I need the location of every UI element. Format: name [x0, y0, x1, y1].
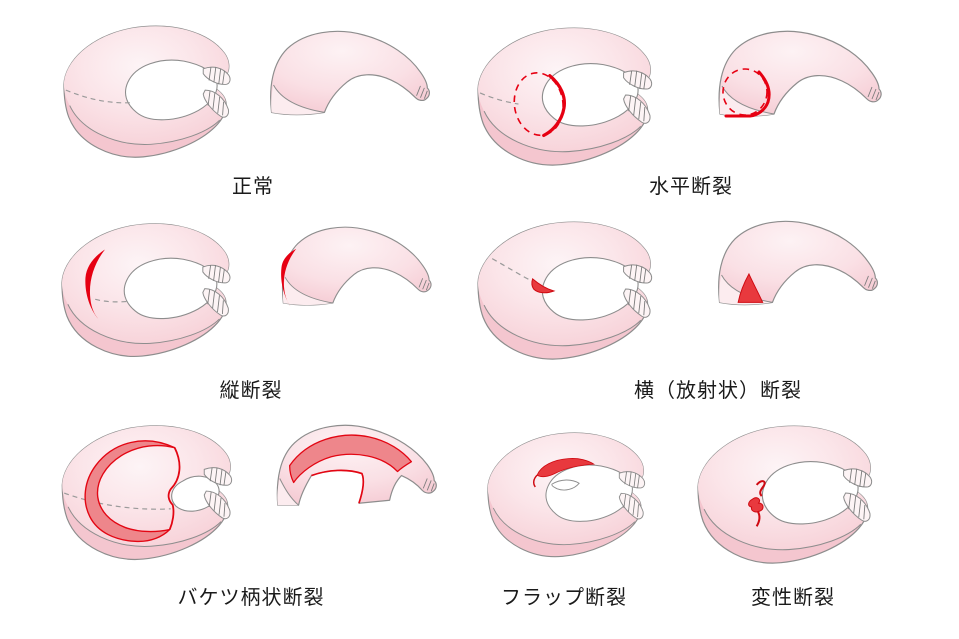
radial-tear-wedge	[737, 272, 764, 303]
meniscus-top-view-bucket-handle-tear	[61, 425, 233, 561]
flap-tear-flap	[536, 458, 595, 478]
flap-hole-hook-line	[551, 479, 580, 491]
meniscus-top-view-normal	[63, 25, 231, 158]
meniscus-top-view-radial-tear	[477, 221, 653, 360]
meniscus-side-view-bucket-handle-tear	[276, 424, 438, 507]
panel-label-vertical-tear: 縦断裂	[219, 380, 283, 402]
meniscus-top-view-degenerative-tear	[697, 425, 873, 564]
panel-label-normal: 正常	[232, 176, 274, 198]
meniscus-side-view-vertical-tear	[281, 226, 432, 307]
radial-tear-wedge	[531, 277, 556, 294]
panel-label-horizontal-tear: 水平断裂	[649, 176, 733, 198]
meniscus-top-view-vertical-tear	[61, 223, 231, 358]
vertical-tear-line	[281, 248, 297, 307]
degenerative-tear-squiggle	[748, 480, 766, 527]
panel-label-bucket-handle-tear: バケツ柄状断裂	[177, 587, 325, 609]
horizontal-tear-line	[724, 70, 771, 118]
meniscus-side-view-normal	[270, 30, 430, 116]
bucket-handle-fragment-edge	[167, 447, 181, 530]
meniscus-side-view-horizontal-tear	[718, 30, 882, 118]
meniscus-top-view-flap-tear	[487, 432, 646, 558]
panel-label-radial-tear: 横（放射状）断裂	[634, 380, 802, 402]
horizontal-tear-line	[542, 74, 566, 138]
panel-label-flap-tear: フラップ断裂	[501, 587, 627, 609]
bucket-handle-tear-gap	[84, 440, 176, 543]
meniscus-top-view-horizontal-tear	[477, 27, 653, 166]
panel-label-degenerative-tear: 変性断裂	[751, 587, 835, 609]
flap-tear-tail	[532, 474, 538, 488]
vertical-tear-line	[85, 249, 105, 321]
meniscus-side-view-radial-tear	[718, 220, 878, 306]
